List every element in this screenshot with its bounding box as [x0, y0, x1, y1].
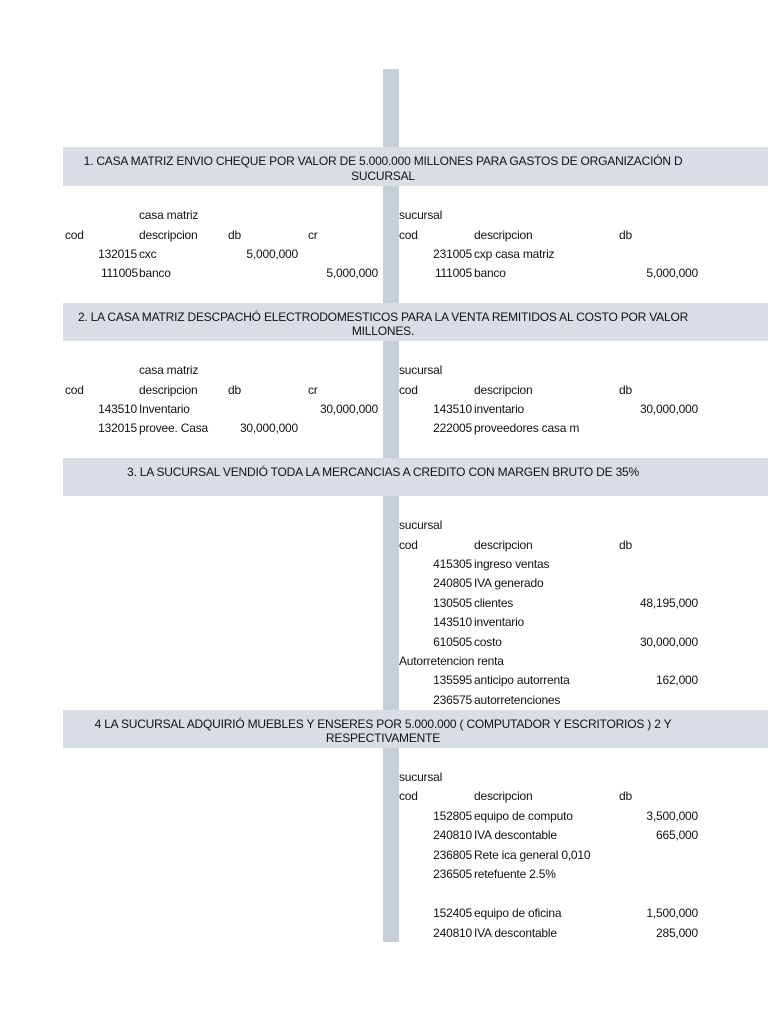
row-cod: 236505	[433, 867, 472, 881]
row-cr: 5,000,000	[326, 266, 378, 280]
row-desc: costo	[474, 635, 502, 649]
row-desc: retefuente 2.5%	[474, 867, 556, 881]
row-db: 30,000,000	[639, 402, 698, 416]
row-desc: proveedores casa m	[474, 421, 580, 435]
header-db: db	[619, 789, 632, 803]
row-desc: IVA generado	[474, 576, 544, 590]
header-descripcion: descripcion	[474, 228, 533, 242]
section-2-title-line1: 2. LA CASA MATRIZ DESCPACHÓ ELECTRODOMES…	[77, 310, 689, 324]
row-cr: 30,000,000	[319, 402, 378, 416]
row-db: 30,000,000	[239, 421, 298, 435]
row-cod: 231005	[433, 247, 472, 261]
row-db: 5,000,000	[646, 266, 698, 280]
row-desc: cxc	[139, 247, 157, 261]
section-1-title-line1: 1. CASA MATRIZ ENVIO CHEQUE POR VALOR DE…	[83, 154, 683, 168]
row-cod: 143510	[433, 402, 472, 416]
row-desc: anticipo autorrenta	[474, 673, 570, 687]
row-desc: cxp casa matriz	[474, 247, 555, 261]
row-desc: banco	[474, 266, 506, 280]
row-desc: banco	[139, 266, 171, 280]
row-desc: IVA descontable	[474, 828, 557, 842]
header-cod: cod	[399, 228, 418, 242]
section-2-title-line2: MILLONES.	[351, 324, 415, 338]
row-desc: autorretenciones	[474, 693, 561, 707]
row-cod: 130505	[433, 596, 472, 610]
row-cod: 236575	[433, 693, 472, 707]
row-cod: 152805	[433, 809, 472, 823]
row-cod: 222005	[433, 421, 472, 435]
sucursal-label: sucursal	[399, 770, 443, 784]
column-divider	[383, 69, 399, 942]
section-1-title-line2: SUCURSAL	[351, 169, 415, 183]
row-db: 162,000	[656, 673, 698, 687]
header-cod: cod	[399, 789, 418, 803]
header-descripcion: descripcion	[474, 789, 533, 803]
row-cod: 240810	[433, 926, 472, 940]
row-cod: 415305	[433, 557, 472, 571]
matriz-label: casa matriz	[139, 208, 199, 222]
row-cod: 240805	[433, 576, 472, 590]
section-4-title: 4 LA SUCURSAL ADQUIRIÓ MUEBLES Y ENSERES…	[63, 710, 768, 748]
row-cod: 240810	[433, 828, 472, 842]
header-cod: cod	[399, 538, 418, 552]
header-descripcion: descripcion	[139, 228, 198, 242]
row-cod: 132015	[98, 421, 137, 435]
header-cod: cod	[399, 383, 418, 397]
subheading-autorretencion: Autorretencion renta	[399, 654, 504, 668]
header-db: db	[619, 383, 632, 397]
row-cod: 610505	[433, 635, 472, 649]
header-db: db	[228, 228, 241, 242]
row-desc: inventario	[474, 615, 525, 629]
row-desc: ingreso ventas	[474, 557, 550, 571]
row-db: 1,500,000	[646, 906, 698, 920]
section-3-title: 3. LA SUCURSAL VENDIÓ TODA LA MERCANCIAS…	[63, 458, 768, 496]
row-desc: Inventario	[139, 402, 190, 416]
row-db: 285,000	[656, 926, 698, 940]
row-cod: 236805	[433, 848, 472, 862]
sucursal-label: sucursal	[399, 518, 443, 532]
header-cr: cr	[308, 383, 318, 397]
header-db: db	[619, 538, 632, 552]
sucursal-label: sucursal	[399, 208, 443, 222]
row-desc: Rete ica general 0,010	[474, 848, 591, 862]
row-db: 665,000	[656, 828, 698, 842]
row-cod: 143510	[433, 615, 472, 629]
header-db: db	[619, 228, 632, 242]
header-descripcion: descripcion	[474, 383, 533, 397]
row-db: 30,000,000	[639, 635, 698, 649]
section-4-title-line2: RESPECTIVAMENTE	[325, 731, 441, 745]
header-cod: cod	[65, 383, 84, 397]
section-4-title-line1: 4 LA SUCURSAL ADQUIRIÓ MUEBLES Y ENSERES…	[94, 717, 672, 731]
section-1-title: 1. CASA MATRIZ ENVIO CHEQUE POR VALOR DE…	[63, 147, 768, 186]
row-db: 48,195,000	[639, 596, 698, 610]
section-2-title: 2. LA CASA MATRIZ DESCPACHÓ ELECTRODOMES…	[63, 303, 768, 341]
row-desc: equipo de oficina	[474, 906, 562, 920]
row-desc: equipo de computo	[474, 809, 573, 823]
row-desc: inventario	[474, 402, 525, 416]
row-cod: 132015	[98, 247, 137, 261]
row-cod: 143510	[98, 402, 137, 416]
section-3-title-line1: 3. LA SUCURSAL VENDIÓ TODA LA MERCANCIAS…	[126, 465, 639, 479]
matriz-label: casa matriz	[139, 363, 199, 377]
row-cod: 152405	[433, 906, 472, 920]
sucursal-label: sucursal	[399, 363, 443, 377]
header-descripcion: descripcion	[474, 538, 533, 552]
row-db: 3,500,000	[646, 809, 698, 823]
header-cod: cod	[65, 228, 84, 242]
row-desc: provee. Casa	[139, 421, 208, 435]
row-db: 5,000,000	[246, 247, 298, 261]
header-descripcion: descripcion	[139, 383, 198, 397]
header-db: db	[228, 383, 241, 397]
row-desc: clientes	[474, 596, 514, 610]
row-cod: 111005	[434, 266, 472, 280]
header-cr: cr	[308, 228, 318, 242]
row-cod: 135595	[433, 673, 472, 687]
row-cod: 111005	[100, 266, 138, 280]
row-desc: IVA descontable	[474, 926, 557, 940]
